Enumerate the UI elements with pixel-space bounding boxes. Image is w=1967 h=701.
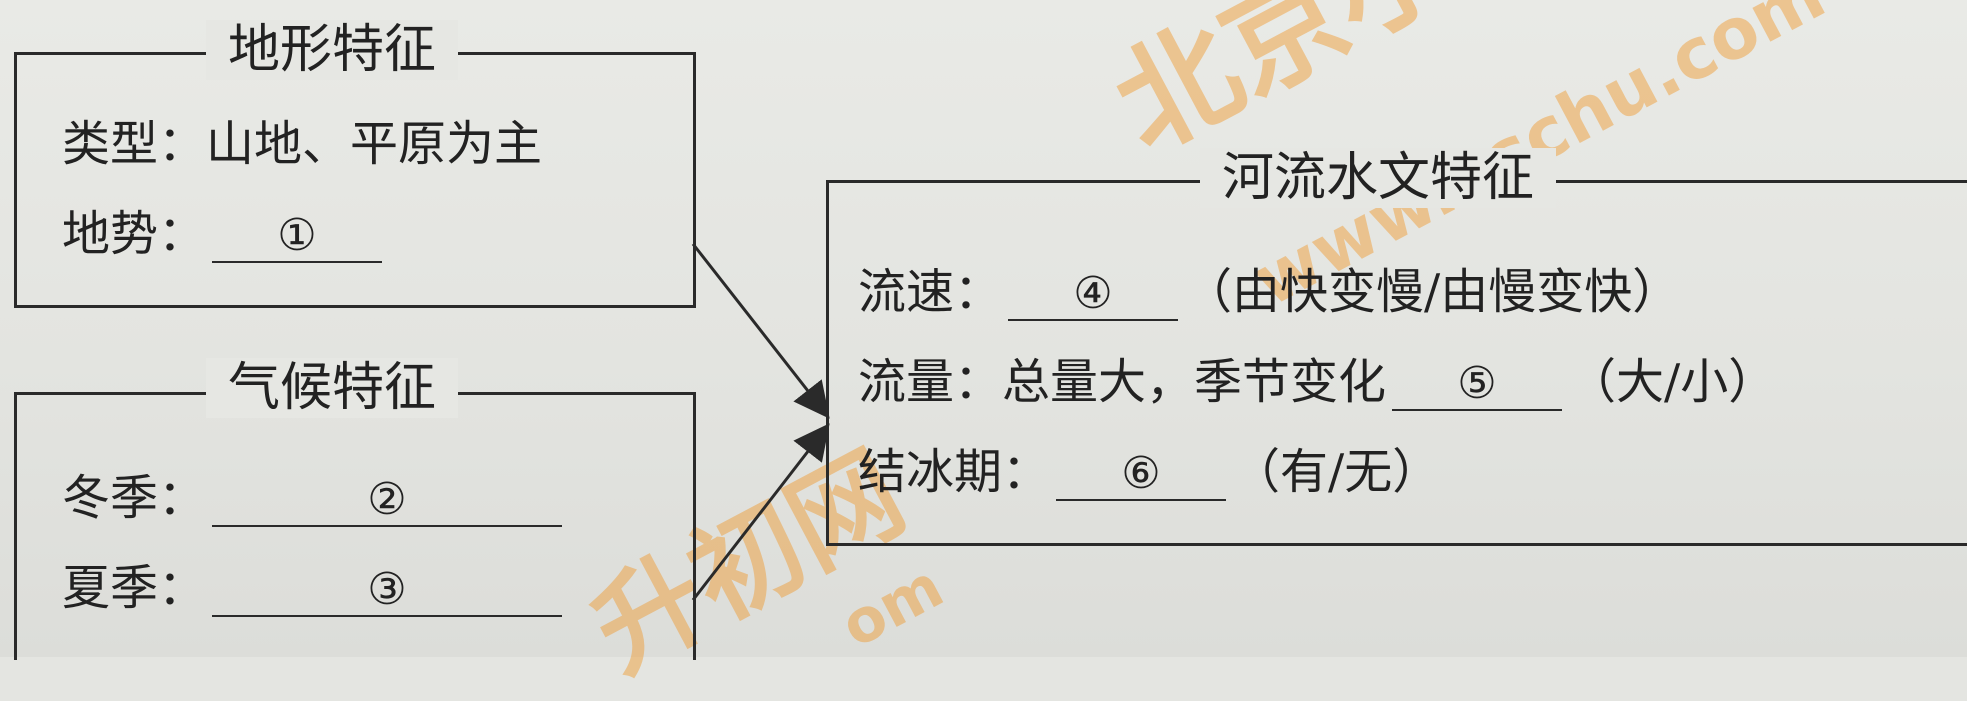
arrow-terrain-to-river — [691, 243, 830, 419]
connector-arrows — [691, 243, 830, 601]
terrain-title: 地形特征 — [206, 20, 459, 80]
river-speed-line: 流速：④（由快变慢/由慢变快） — [858, 264, 1680, 321]
river-flow-label: 流量：总量大，季节变化 — [858, 354, 1387, 410]
blank-1: ① — [212, 211, 383, 263]
blank-5: ⑤ — [1392, 359, 1563, 411]
blank-6: ⑥ — [1056, 449, 1227, 501]
river-flow-options: （大/小） — [1568, 354, 1777, 410]
climate-summer-line: 夏季：③ — [62, 560, 568, 617]
arrow-climate-to-river — [691, 423, 830, 601]
river-speed-label: 流速： — [858, 264, 1003, 320]
terrain-slope-line: 地势：① — [62, 206, 388, 263]
blank-3: ③ — [212, 565, 563, 617]
river-ice-label: 结冰期： — [858, 444, 1051, 500]
terrain-type-value: 山地、平原为主 — [206, 116, 543, 172]
river-ice-options: （有/无） — [1232, 444, 1441, 500]
terrain-type-label: 类型： — [62, 116, 207, 172]
terrain-type-line: 类型：山地、平原为主 — [62, 116, 542, 172]
blank-2: ② — [212, 475, 563, 527]
terrain-slope-label: 地势： — [62, 206, 207, 262]
river-ice-line: 结冰期：⑥（有/无） — [858, 444, 1440, 501]
climate-winter-label: 冬季： — [62, 470, 207, 526]
river-speed-options: （由快变慢/由慢变快） — [1184, 264, 1681, 320]
climate-summer-label: 夏季： — [62, 560, 207, 616]
climate-title: 气候特征 — [206, 358, 459, 418]
river-title: 河流水文特征 — [1200, 148, 1557, 208]
climate-winter-line: 冬季：② — [62, 470, 568, 527]
paper-background — [0, 0, 1967, 657]
blank-4: ④ — [1008, 269, 1179, 321]
